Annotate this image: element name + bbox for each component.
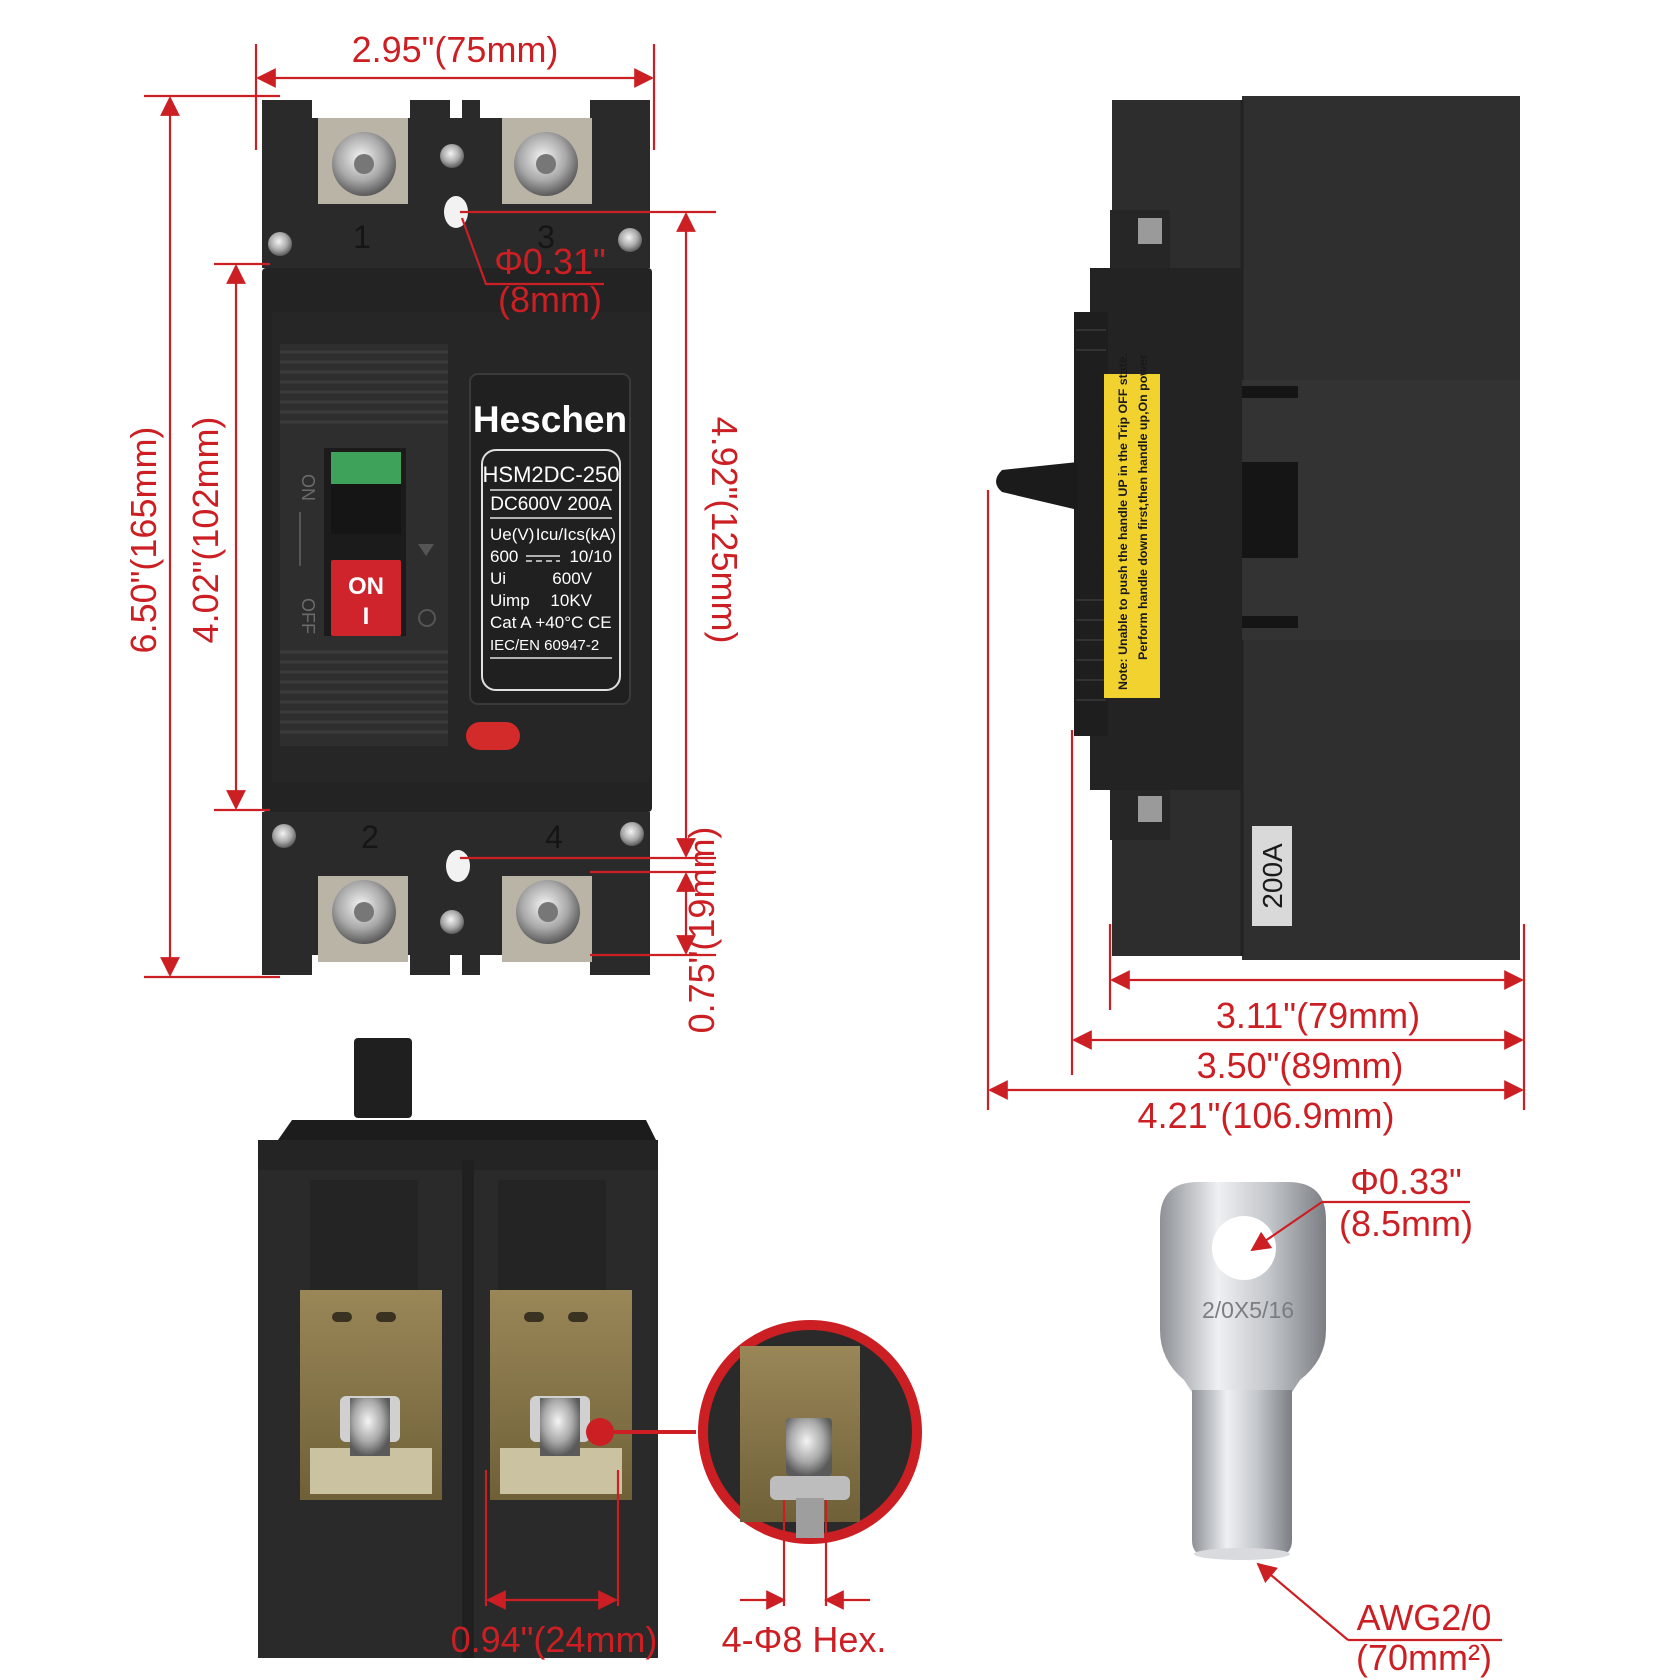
side-handle[interactable]: [996, 462, 1078, 510]
standard-text: IEC/EN 60947-2: [490, 637, 599, 654]
dim-terminal-pitch: 0.94"(24mm): [451, 1619, 658, 1660]
spec-header-left: Ue(V): [490, 525, 534, 544]
terminal-number-2: 2: [361, 819, 379, 855]
lug-hole: [1212, 1216, 1276, 1280]
spec-row2-right: 600V: [552, 569, 592, 588]
dim-terminal-offset: 0.75"(19mm): [681, 827, 722, 1034]
dim-side-depth-total: 4.21"(106.9mm): [1138, 1095, 1395, 1136]
lug-tongue: [1160, 1182, 1326, 1392]
cable-lug: 2/0X5/16: [1160, 1182, 1326, 1560]
lug-dimension-lines: [1250, 1200, 1502, 1642]
front-view: ON I ON OFF Heschen HSM2DC-250 DC600V 20…: [262, 100, 652, 975]
dim-side-depth-body: 3.11"(79mm): [1216, 995, 1420, 1036]
bottom-view: [258, 1038, 658, 1658]
dim-overall-height: 6.50"(165mm): [123, 427, 164, 654]
handle-i-text: I: [363, 603, 370, 630]
front-handle-lever: [331, 484, 401, 534]
bottom-screw-left: [350, 1398, 390, 1456]
front-side-off-label: OFF: [298, 598, 318, 634]
spec-row4: Cat A +40°C CE: [490, 613, 612, 632]
front-side-on-label: ON: [298, 474, 318, 501]
mount-hole-bottom: [446, 850, 470, 882]
dim-lug-hole-mm: (8.5mm): [1339, 1203, 1473, 1244]
front-ribs: [280, 344, 448, 746]
spec-header-right: Icu/Ics(kA): [536, 525, 616, 544]
front-dimension-lines: [144, 44, 716, 979]
spec-row3-right: 10KV: [550, 591, 592, 610]
warning-line1: Note: Unable to push the handle UP in th…: [1116, 353, 1130, 690]
test-button[interactable]: [466, 722, 520, 750]
handle-on-text: ON: [348, 573, 384, 600]
model-number: HSM2DC-250: [483, 462, 620, 487]
dim-mount-hole-mm: (8mm): [498, 279, 602, 320]
bottom-handle[interactable]: [354, 1038, 412, 1118]
spec-row3-left: Uimp: [490, 591, 530, 610]
dim-mount-hole-in: Φ0.31": [494, 241, 606, 282]
side-handle-base: [1074, 312, 1108, 736]
dim-lug-wire: AWG2/0: [1357, 1597, 1492, 1638]
dim-front-width: 2.95"(75mm): [352, 29, 559, 70]
side-rating-text: 200A: [1257, 843, 1288, 909]
dim-mount-spacing: 4.92"(125mm): [704, 417, 745, 644]
dim-screw-spec: 4-Φ8 Hex.: [722, 1619, 887, 1660]
side-rating-badge: [1252, 826, 1292, 926]
dim-body-height: 4.02"(102mm): [185, 417, 226, 644]
rating-line: DC600V 200A: [490, 494, 612, 515]
side-dimension-lines: [986, 490, 1526, 1110]
warning-line2: Perform handle down first,then handle up…: [1136, 354, 1150, 660]
spec-row1-right: 10/10: [569, 547, 612, 566]
side-view: Note: Unable to push the handle UP in th…: [996, 96, 1520, 960]
front-nameplate: Heschen HSM2DC-250 DC600V 200A Ue(V) Icu…: [469, 373, 631, 705]
spec-row2-left: Ui: [490, 569, 506, 588]
bottom-screw-right: [540, 1398, 580, 1456]
zoom-callout: [586, 1320, 922, 1544]
lug-barrel: [1192, 1390, 1292, 1556]
front-handle-on-plate: [331, 560, 401, 636]
front-terminal-screws: [268, 118, 644, 962]
terminal-number-3: 3: [537, 219, 555, 255]
lug-stamp: 2/0X5/16: [1202, 1297, 1294, 1323]
brand-name: Heschen: [473, 399, 627, 440]
terminal-number-1: 1: [353, 219, 371, 255]
dim-side-depth-mount: 3.50"(89mm): [1197, 1045, 1404, 1086]
dim-lug-area: (70mm²): [1356, 1637, 1492, 1678]
spec-row1-left: 600: [490, 547, 518, 566]
warning-sticker: [1104, 374, 1160, 698]
dim-lug-hole-in: Φ0.33": [1350, 1161, 1462, 1202]
bottom-dimension-lines: [484, 1470, 870, 1610]
terminal-number-4: 4: [545, 819, 563, 855]
